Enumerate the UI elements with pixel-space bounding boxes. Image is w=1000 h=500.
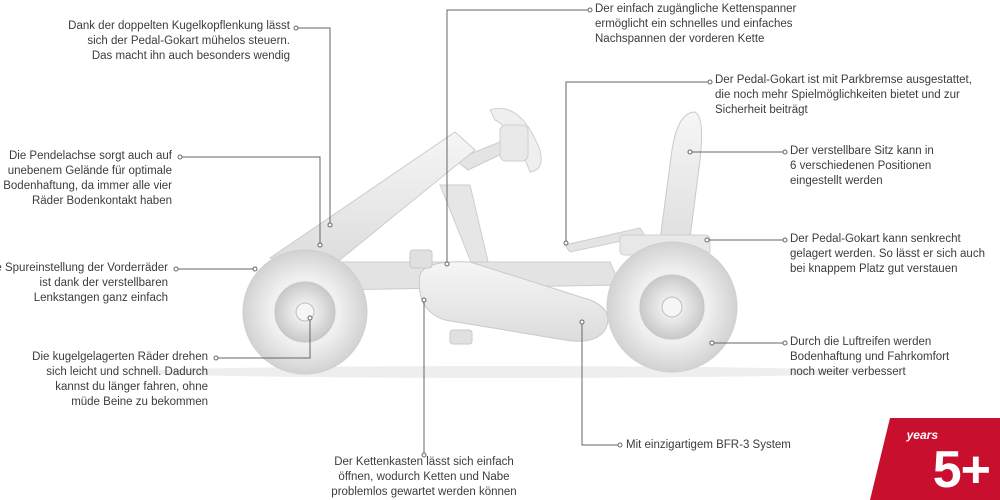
callout-line: Mit einzigartigem BFR-3 System bbox=[626, 439, 791, 451]
dot bbox=[707, 79, 713, 85]
pedal bbox=[409, 249, 433, 269]
callout-pendulum-axle: Die Pendelachse sorgt auch auf unebenem … bbox=[3, 149, 172, 209]
dot bbox=[782, 340, 788, 346]
leader-pendulum bbox=[180, 156, 321, 245]
main-beam bbox=[268, 131, 476, 269]
callout-line: ist dank der verstellbaren bbox=[39, 277, 168, 289]
callout-chain-tensioner: Der einfach zugängliche Kettenspanner er… bbox=[595, 2, 796, 47]
dot bbox=[293, 25, 299, 31]
callout-line: Der einfach zugängliche Kettenspanner bbox=[595, 3, 797, 15]
callout-line: problemlos gewartet werden können bbox=[331, 486, 517, 498]
dot bbox=[307, 315, 313, 321]
dot bbox=[687, 149, 693, 155]
badge-background bbox=[870, 418, 1000, 500]
callout-line: Räder Bodenkontakt haben bbox=[31, 195, 172, 207]
callout-chain-case: Der Kettenkasten lässt sich einfach öffn… bbox=[324, 455, 524, 500]
dot bbox=[587, 7, 593, 13]
callout-line: Die Spureinstellung der Vorderräder bbox=[0, 262, 168, 274]
leader-chain-tensioner bbox=[446, 9, 590, 264]
dot bbox=[213, 355, 219, 361]
callout-line: sich leicht und schnell. Dadurch bbox=[46, 366, 208, 378]
callout-line: eingestellt werden bbox=[790, 175, 883, 187]
callout-line: Die kugelgelagerten Räder drehen bbox=[32, 351, 208, 363]
callout-line: kannst du länger fahren, ohne bbox=[55, 381, 208, 393]
callout-tires: Durch die Luftreifen werden Bodenhaftung… bbox=[790, 335, 949, 380]
dot bbox=[563, 240, 569, 246]
callout-line: müde Beine zu bekommen bbox=[71, 396, 208, 408]
dot bbox=[709, 340, 715, 346]
callout-line: Der Pedal-Gokart ist mit Parkbremse ausg… bbox=[715, 74, 972, 86]
dot bbox=[782, 237, 788, 243]
callout-line: gelagert werden. So lässt er sich auch bbox=[790, 248, 985, 260]
callout-line: Das macht ihn auch besonders wendig bbox=[91, 50, 290, 62]
chain-case-shape bbox=[418, 261, 609, 342]
dot bbox=[317, 242, 323, 248]
dot bbox=[327, 222, 333, 228]
dot bbox=[177, 154, 183, 160]
dot bbox=[782, 149, 788, 155]
badge-age-label: 5+ bbox=[932, 441, 991, 499]
callout-line: Bodenhaftung und Fahrkomfort bbox=[790, 351, 950, 363]
dot bbox=[617, 442, 623, 448]
leader-lines bbox=[176, 9, 785, 455]
leader-dots bbox=[173, 7, 788, 458]
callout-parking-brake: Der Pedal-Gokart ist mit Parkbremse ausg… bbox=[715, 73, 972, 118]
leader-bfr bbox=[581, 322, 620, 446]
callout-line: bei knappem Platz gut verstauen bbox=[790, 263, 958, 275]
callout-line: öffnen, wodurch Ketten und Nabe bbox=[338, 471, 510, 483]
callout-line: noch weiter verbessert bbox=[790, 366, 906, 378]
dot bbox=[704, 237, 710, 243]
callout-bfr: Mit einzigartigem BFR-3 System bbox=[626, 438, 791, 453]
dot bbox=[252, 266, 258, 272]
dot bbox=[421, 452, 427, 458]
callout-steering: Dank der doppelten Kugelkopflenkung läss… bbox=[68, 19, 290, 64]
callout-tracking: Die Spureinstellung der Vorderräder ist … bbox=[0, 261, 168, 306]
callout-line: Bodenhaftung, da immer alle vier bbox=[3, 180, 172, 192]
dot bbox=[173, 266, 179, 272]
dot bbox=[579, 319, 585, 325]
dot bbox=[421, 297, 427, 303]
callout-vertical-storage: Der Pedal-Gokart kann senkrecht gelagert… bbox=[790, 232, 985, 277]
callout-line: 6 verschiedenen Positionen bbox=[790, 160, 932, 172]
callout-line: Die Pendelachse sorgt auch auf bbox=[8, 150, 172, 162]
rear-hub-cap bbox=[661, 296, 683, 318]
callout-line: Dank der doppelten Kugelkopflenkung läss… bbox=[68, 20, 290, 32]
callout-line: Der verstellbare Sitz kann in bbox=[790, 145, 934, 157]
dot bbox=[444, 261, 450, 267]
pedal bbox=[449, 329, 473, 345]
callout-line: ermöglicht ein schnelles und einfaches bbox=[595, 18, 793, 30]
leader-bearings bbox=[216, 318, 311, 359]
callout-line: unebenem Gelände für optimale bbox=[7, 165, 172, 177]
callout-line: Sicherheit beiträgt bbox=[715, 104, 808, 116]
callout-line: Lenkstangen ganz einfach bbox=[33, 292, 168, 304]
callout-line: die noch mehr Spielmöglichkeiten bietet … bbox=[715, 89, 960, 101]
callout-seat: Der verstellbare Sitz kann in 6 verschie… bbox=[790, 144, 934, 189]
age-badge bbox=[870, 418, 1000, 500]
callout-line: Durch die Luftreifen werden bbox=[790, 336, 932, 348]
callout-line: Der Kettenkasten lässt sich einfach bbox=[334, 456, 514, 468]
callout-line: Nachspannen der vorderen Kette bbox=[595, 33, 765, 45]
ground-shadow bbox=[140, 366, 860, 378]
steering-hub bbox=[499, 124, 529, 162]
callout-bearings: Die kugelgelagerten Räder drehen sich le… bbox=[32, 350, 208, 410]
badge-years-label: years bbox=[906, 428, 938, 442]
callout-line: Der Pedal-Gokart kann senkrecht bbox=[790, 233, 961, 245]
leader-parking-brake bbox=[565, 81, 710, 243]
callout-line: sich der Pedal-Gokart mühelos steuern. bbox=[87, 35, 290, 47]
leader-top-left bbox=[296, 27, 331, 225]
